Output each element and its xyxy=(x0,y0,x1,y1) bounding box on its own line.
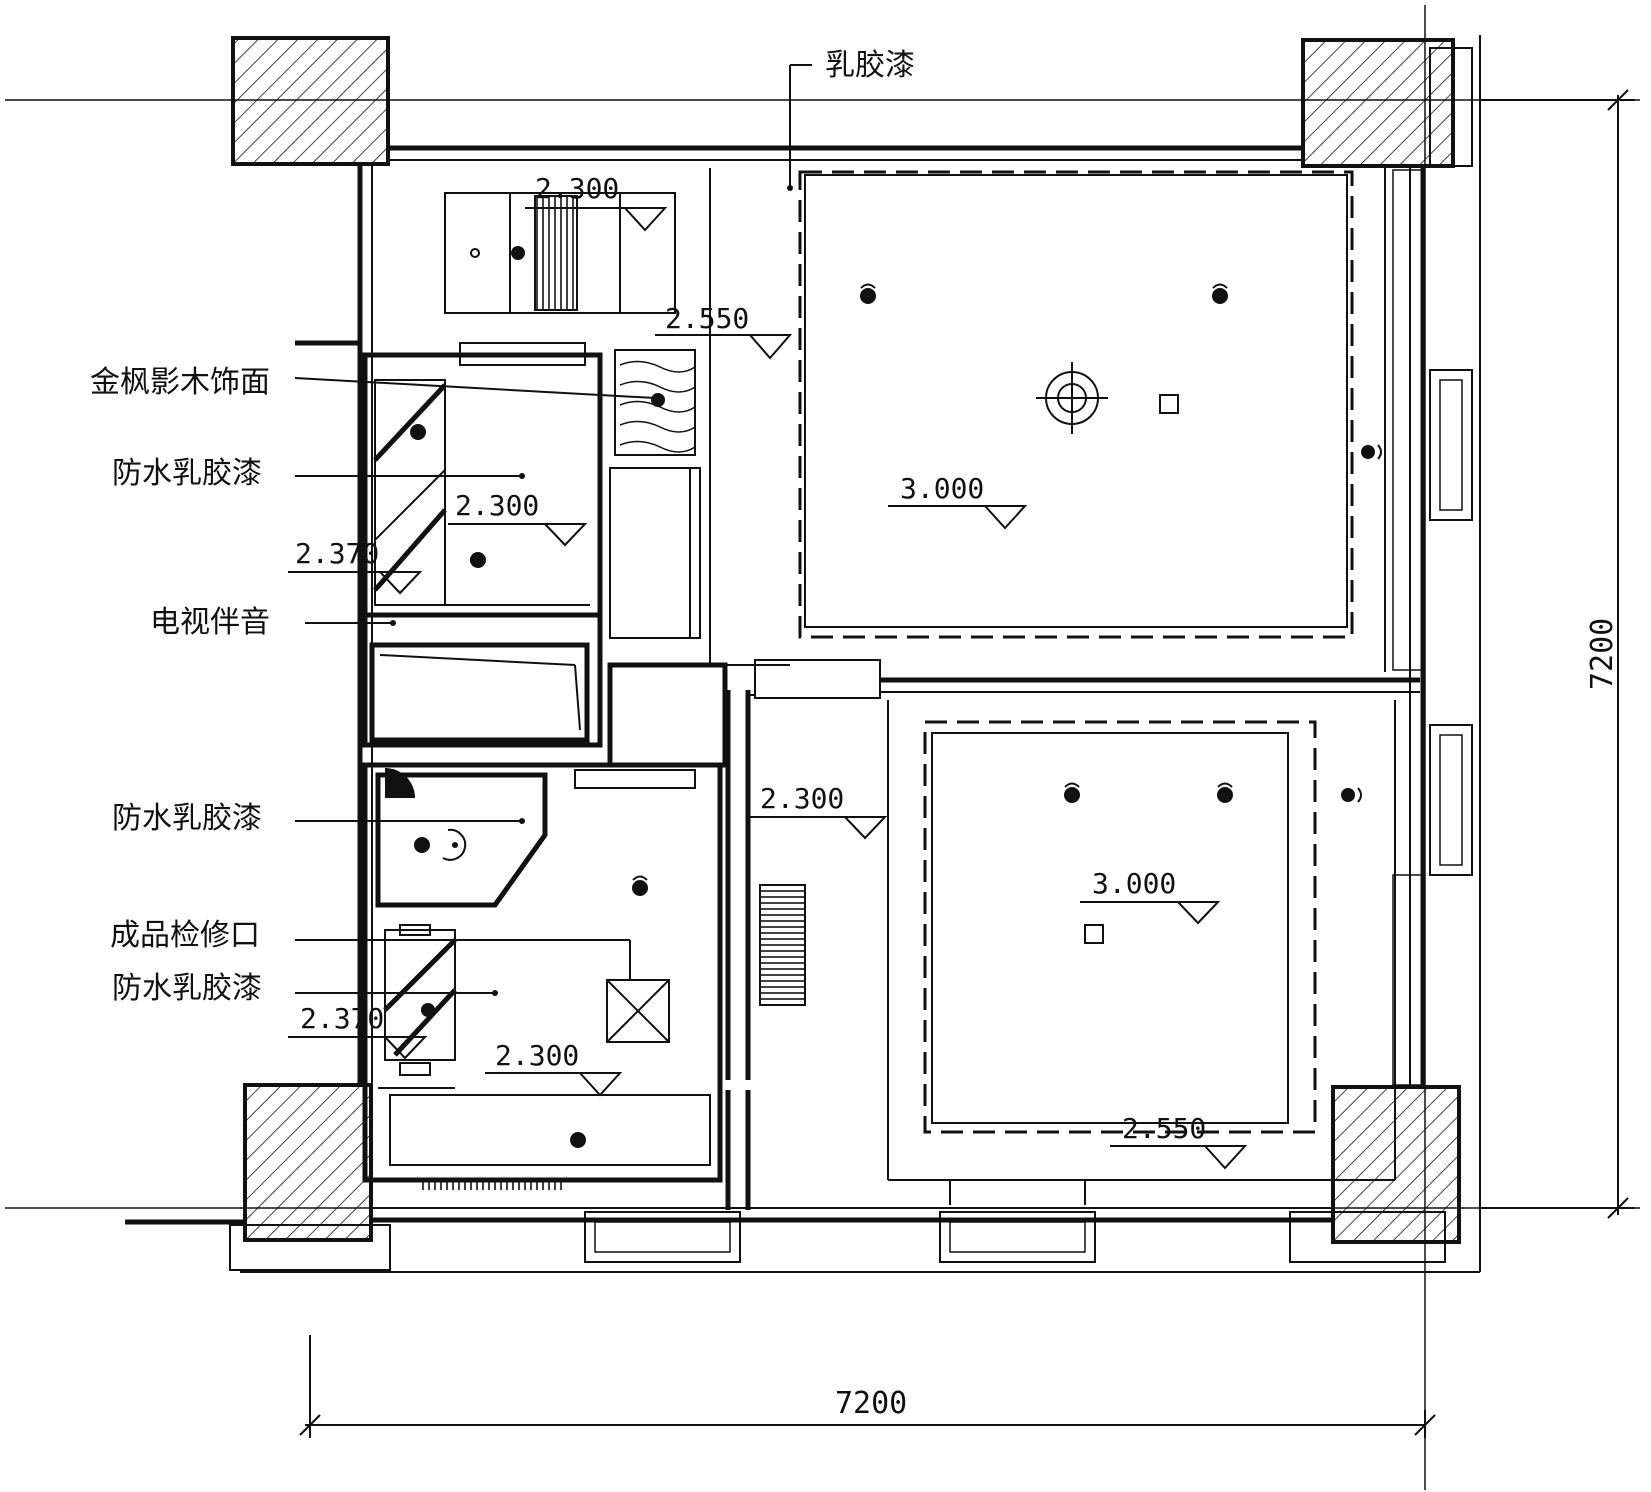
bedroom-ceiling xyxy=(923,700,1396,1180)
wood-veneer-panel xyxy=(614,349,696,456)
svg-text:2.370: 2.370 xyxy=(300,1002,384,1035)
svg-text:2.300: 2.300 xyxy=(455,489,539,522)
callout-access-panel: 成品检修口 xyxy=(110,918,631,980)
svg-text:2.300: 2.300 xyxy=(535,172,619,205)
svg-text:电视伴音: 电视伴音 xyxy=(150,605,270,640)
elevation-corridor-right: 2.300 xyxy=(748,782,888,840)
callout-waterproof-paint-1: 防水乳胶漆 xyxy=(112,456,525,491)
column-top-left xyxy=(231,36,390,166)
svg-text:2.300: 2.300 xyxy=(495,1039,579,1072)
svg-text:2.550: 2.550 xyxy=(1122,1112,1206,1145)
elevation-bath-top: 2.300 xyxy=(448,489,588,547)
elevation-bath-bottom-left: 2.370 xyxy=(288,1002,428,1060)
svg-text:7200: 7200 xyxy=(1585,618,1620,690)
elevation-bath-bottom: 2.300 xyxy=(485,1039,623,1097)
svg-text:防水乳胶漆: 防水乳胶漆 xyxy=(112,456,262,491)
elevation-bedroom-bottom: 2.550 xyxy=(1110,1112,1248,1170)
svg-text:防水乳胶漆: 防水乳胶漆 xyxy=(112,801,262,836)
svg-text:金枫影木饰面: 金枫影木饰面 xyxy=(90,365,270,400)
callout-gold-maple-veneer: 金枫影木饰面 xyxy=(90,365,658,401)
svg-text:乳胶漆: 乳胶漆 xyxy=(825,48,915,83)
window-frames-right xyxy=(1392,47,1473,1086)
living-room-ceiling xyxy=(798,168,1386,672)
dimension-height: 7200 xyxy=(1480,89,1635,1219)
bathroom-lower xyxy=(362,762,723,1190)
elevation-bedroom: 3.000 xyxy=(1080,867,1221,925)
corridor-walls xyxy=(725,659,1420,1210)
svg-text:成品检修口: 成品检修口 xyxy=(110,918,260,953)
ac-grille-corridor xyxy=(759,884,806,1006)
svg-text:7200: 7200 xyxy=(835,1386,907,1421)
callout-tv-audio: 电视伴音 xyxy=(150,605,396,640)
svg-text:防水乳胶漆: 防水乳胶漆 xyxy=(112,971,262,1006)
svg-text:2.370: 2.370 xyxy=(295,537,379,570)
svg-text:3.000: 3.000 xyxy=(900,472,984,505)
elevation-bath-top-left: 2.370 xyxy=(288,537,423,595)
elevation-corridor-mid: 2.550 xyxy=(655,302,793,360)
callout-waterproof-paint-3: 防水乳胶漆 xyxy=(112,971,498,1006)
callout-waterproof-paint-2: 防水乳胶漆 xyxy=(112,801,525,836)
svg-text:2.550: 2.550 xyxy=(665,302,749,335)
window-frames-bottom xyxy=(229,1211,1446,1271)
column-bottom-left xyxy=(243,1083,373,1242)
ac-unit-top xyxy=(444,192,676,314)
elevation-living: 3.000 xyxy=(888,472,1028,530)
column-top-right xyxy=(1301,38,1455,168)
service-shaft xyxy=(607,467,728,768)
callout-latex-paint: 乳胶漆 xyxy=(787,48,915,191)
bathroom-upper xyxy=(362,342,603,748)
svg-text:2.300: 2.300 xyxy=(760,782,844,815)
elevation-corridor-top: 2.300 xyxy=(525,172,668,232)
svg-text:3.000: 3.000 xyxy=(1092,867,1176,900)
dimension-width: 7200 xyxy=(299,1335,1436,1438)
